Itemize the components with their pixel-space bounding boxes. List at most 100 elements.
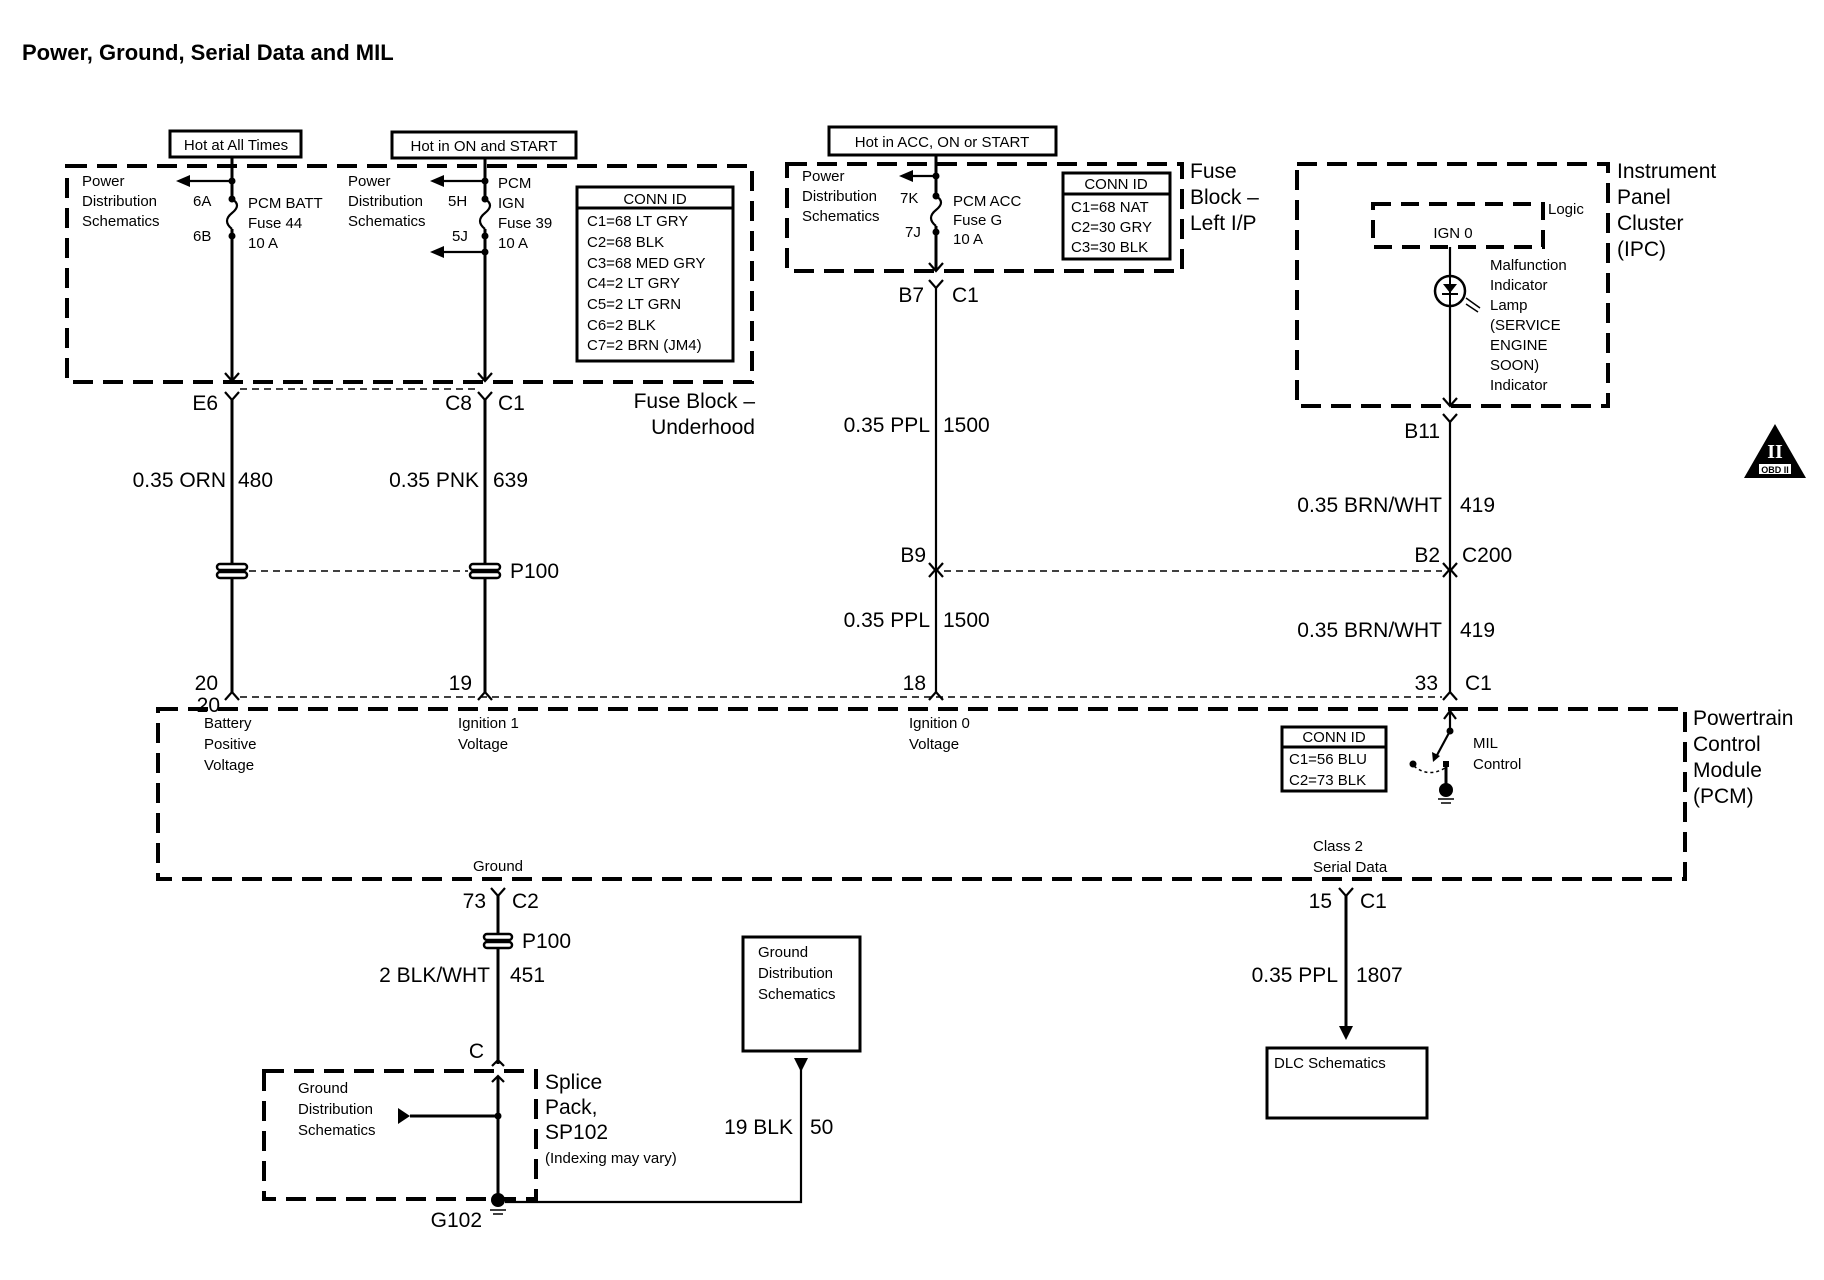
connector-arrow-icon	[928, 262, 944, 273]
ground-distribution-label-3: Schematics	[758, 986, 836, 1003]
fuse-block-left-ip-outline	[785, 162, 1184, 273]
batt-pd-label-3: Schematics	[82, 213, 160, 230]
junction-dot	[481, 177, 489, 185]
mil-control-label-1: MIL	[1473, 735, 1498, 752]
pcm-pin-18: 18	[903, 672, 926, 695]
fuse-44-name: PCM BATT	[248, 195, 323, 212]
dlc-schematics-box[interactable]	[1265, 1046, 1429, 1120]
underhood-conn-id-table: CONN ID C1=68 LT GRY C2=68 BLK C3=68 MED…	[575, 185, 735, 363]
fuse-block-left-ip: Hot in ACC, ON or START Power Distributi…	[785, 125, 1259, 273]
splice-gd-label-2: Distribution	[298, 1101, 373, 1118]
fuse-g-pin-out: 7J	[905, 224, 921, 241]
conn-id-row: C3=30 BLK	[1071, 239, 1148, 256]
fuse-block-underhood-outline	[65, 164, 754, 384]
fuse-39-name-2: IGN	[498, 195, 525, 212]
junction-dot	[932, 172, 940, 180]
pcm-name-3: Module	[1693, 759, 1762, 782]
fuse-44-rating: 10 A	[248, 235, 278, 252]
mil-lamp-label-1: Malfunction	[1490, 257, 1567, 274]
circuit-419-number-lower: 419	[1460, 619, 1495, 642]
mil-lamp-label-4: (SERVICE	[1490, 317, 1561, 334]
serial-pcm-conn-c1: C1	[1360, 890, 1387, 913]
ground-pcm-conn-c2: C2	[512, 890, 539, 913]
splice-pack-sp102: Ground Distribution Schematics Splice Pa…	[262, 1069, 677, 1201]
pcm-ign1-label-2: Voltage	[458, 736, 508, 753]
fuse-39-pin-in: 5H	[448, 193, 467, 210]
conn-id-row: C2=68 BLK	[587, 234, 664, 251]
circuit-1807-number: 1807	[1356, 964, 1403, 987]
fuse-39-rating: 10 A	[498, 235, 528, 252]
pcm-serial-label-2: Serial Data	[1313, 859, 1388, 876]
conn-id-row: C3=68 MED GRY	[587, 255, 706, 272]
fuse-block-underhood: Hot at All Times Hot in ON and START Pow…	[65, 129, 756, 439]
gd-arrow-icon	[398, 1108, 410, 1124]
b2-connector-icon	[1442, 567, 1458, 578]
mil-pin-b11: B11	[1404, 420, 1440, 443]
mil-pin-b2: B2	[1414, 544, 1440, 567]
conn-id-frame	[575, 185, 735, 363]
ipc-logic-label: Logic	[1548, 201, 1584, 218]
ground-g102-icon	[490, 1193, 506, 1215]
fuse-g-name: PCM ACC	[953, 193, 1022, 210]
pcm-batt-label-1: Battery	[204, 715, 252, 732]
ign-pd-arrow-icon	[430, 175, 444, 187]
hot-at-all-times-label: Hot at All Times	[184, 137, 288, 154]
mil-lamp-label-5: ENGINE	[1490, 337, 1548, 354]
ign0-conn-c1: C1	[952, 284, 979, 307]
ign-pd-label-3: Schematics	[348, 213, 426, 230]
pin-73-connector-icon	[490, 887, 506, 898]
obd-text: OBD II	[1761, 465, 1789, 475]
batt-pd-arrow-icon	[176, 175, 190, 187]
pcm-pin-20: 20	[197, 694, 220, 717]
ground-distribution-box[interactable]	[741, 935, 862, 1053]
conn-id-header: CONN ID	[1084, 176, 1148, 193]
circuit-639-color: 0.35 PNK	[389, 469, 479, 492]
pin-18-connector-icon	[928, 690, 944, 701]
circuit-1500-color-upper: 0.35 PPL	[844, 414, 930, 437]
splice-pin-c: C	[469, 1040, 484, 1063]
batt-pd-label-2: Distribution	[82, 193, 157, 210]
b2-arrow-icon	[1442, 562, 1458, 573]
circuit-419-color-upper: 0.35 BRN/WHT	[1297, 494, 1442, 517]
pin-15-connector-icon	[1338, 887, 1354, 898]
ground-distribution-link[interactable]: Ground Distribution Schematics	[741, 935, 862, 1053]
obd-numeral: II	[1767, 441, 1783, 463]
fuse-block-left-ip-name-3: Left I/P	[1190, 212, 1257, 235]
hot-on-start-label: Hot in ON and START	[411, 138, 558, 155]
conn-id-row: C2=73 BLK	[1289, 772, 1366, 789]
p100-label: P100	[510, 560, 559, 583]
b7-connector-icon	[928, 279, 944, 290]
ipc-ign0-label: IGN 0	[1433, 225, 1472, 242]
mil-control-label-2: Control	[1473, 756, 1521, 773]
ign0-pin-b9: B9	[900, 544, 926, 567]
p100-connector-icon	[482, 932, 514, 950]
fuse-block-underhood-name-1: Fuse Block –	[634, 390, 756, 413]
dlc-schematics-link[interactable]: DLC Schematics	[1265, 1046, 1429, 1120]
ipc-name-4: (IPC)	[1617, 238, 1666, 261]
splice-c-connector-icon	[491, 1058, 505, 1067]
ign1-pin-c8: C8	[445, 392, 472, 415]
junction-dot	[494, 1112, 502, 1120]
circuit-50-arrow-icon	[794, 1058, 808, 1072]
hot-acc-on-start-box	[827, 125, 1058, 157]
connector-arrow-icon	[477, 372, 493, 383]
circuit-1500-number-lower: 1500	[943, 609, 990, 632]
splice-pack-note: (Indexing may vary)	[545, 1150, 677, 1167]
conn-id-frame	[1061, 171, 1172, 261]
splice-pack-name-1: Splice	[545, 1071, 602, 1094]
connector-arrow-icon	[1442, 397, 1458, 408]
pcm-ign1-label-1: Ignition 1	[458, 715, 519, 732]
ign-pd-label-1: Power	[348, 173, 391, 190]
hot-acc-on-start-label: Hot in ACC, ON or START	[855, 134, 1030, 151]
connector-arrow-icon	[491, 1074, 505, 1083]
conn-id-row: C4=2 LT GRY	[587, 275, 680, 292]
pcm-ign0-label-2: Voltage	[909, 736, 959, 753]
fuse-block-left-ip-name-1: Fuse	[1190, 160, 1237, 183]
pin-19-connector-icon	[477, 690, 493, 701]
ipc-outline	[1295, 162, 1610, 408]
conn-id-header: CONN ID	[623, 191, 687, 208]
circuit-1500-color-lower: 0.35 PPL	[844, 609, 930, 632]
conn-id-row: C1=68 LT GRY	[587, 213, 688, 230]
pcm-name-1: Powertrain	[1693, 707, 1793, 730]
